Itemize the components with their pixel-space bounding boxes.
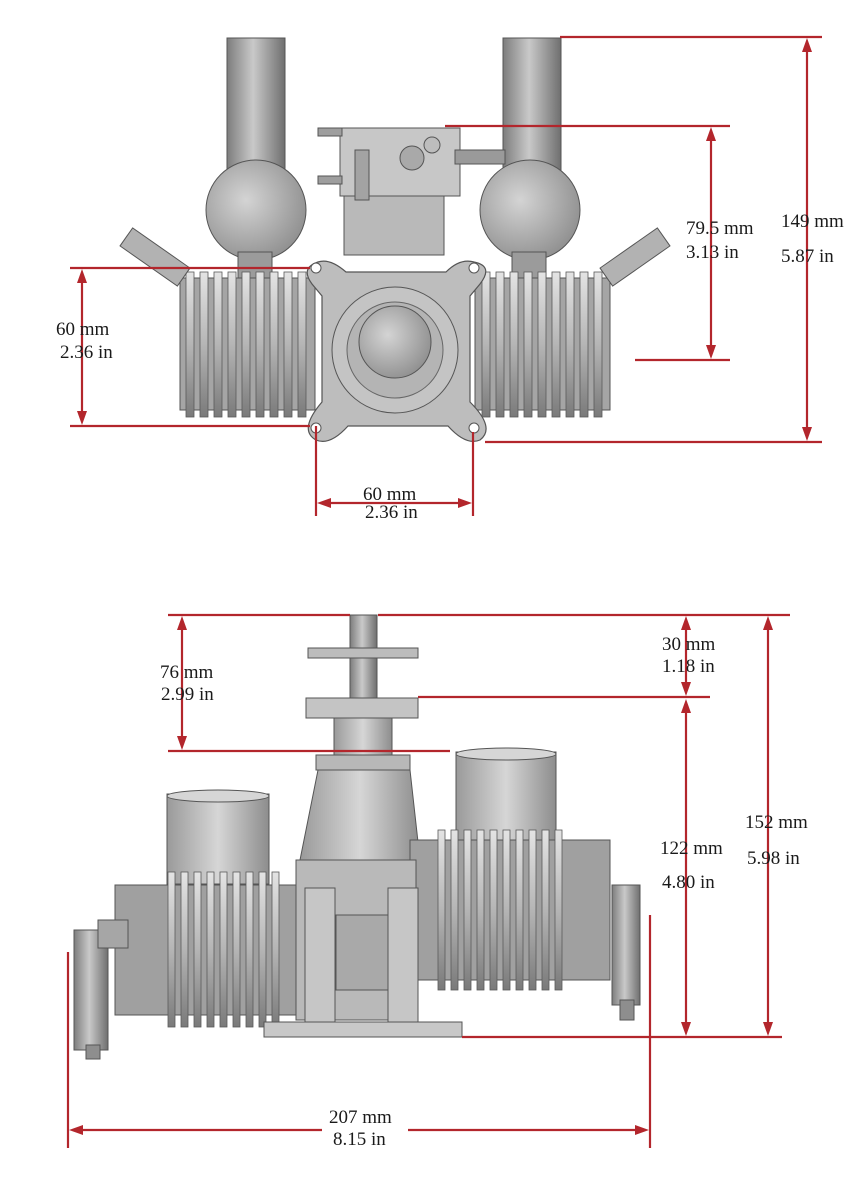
dim-60v-in: 2.36 in [60,342,113,363]
dim-30-mm: 30 mm [662,634,716,655]
cylinder-left-side [114,871,316,1028]
top-dimensions: 149 mm 5.87 in 79.5 mm 3.13 in 60 mm 2.3… [56,35,844,523]
cooling-fin [283,271,293,418]
dim-76-in: 2.99 in [161,684,214,705]
cylinder-left [179,271,316,418]
cooling-fin [437,829,446,991]
cooling-fin [489,829,498,991]
dim-122-mm: 122 mm [660,838,723,859]
cooling-fin [463,829,472,991]
cooling-fin [579,271,589,418]
cooling-fin [502,829,511,991]
cooling-fin [185,271,195,418]
cooling-fin [528,829,537,991]
muffler-right [479,159,581,261]
cooling-fin [551,271,561,418]
cooling-fin [167,871,176,1028]
carburetor [317,127,506,256]
dim-60v-mm: 60 mm [56,319,110,340]
cooling-fin [232,871,241,1028]
cooling-fin [537,271,547,418]
dim-207-mm: 207 mm [329,1107,392,1128]
crankcase-side [299,769,421,861]
dim-149-mm: 149 mm [781,211,844,232]
cooling-fin [541,829,550,991]
engine-side-view [73,614,641,1060]
cooling-fin [219,871,228,1028]
cooling-fin [554,829,563,991]
cooling-fin [255,271,265,418]
prop-hub [305,697,419,719]
cooling-fin [509,271,519,418]
cooling-fin [481,271,491,418]
crankcase-center [358,305,432,379]
dim-152-in: 5.98 in [747,848,800,869]
cooling-fin [593,271,603,418]
cooling-fin [271,871,280,1028]
dim-149-in: 5.87 in [781,246,834,267]
dim-79-mm: 79.5 mm [686,218,754,239]
cooling-fin [180,871,189,1028]
dim-30-in: 1.18 in [662,656,715,677]
engine-front-view [119,37,671,442]
spark-plug-right [611,884,641,1006]
cooling-fin [515,829,524,991]
prop-washer [307,647,419,659]
cooling-fin [199,271,209,418]
mount-base [263,1021,463,1038]
cooling-fin [245,871,254,1028]
cooling-fin [213,271,223,418]
dim-60h-in: 2.36 in [365,502,418,523]
cooling-fin [450,829,459,991]
cylinder-right-side [409,829,611,991]
cooling-fin [523,271,533,418]
side-dimensions: 76 mm 2.99 in 30 mm 1.18 in 122 mm 4.80 … [66,613,808,1150]
muffler-left [205,159,307,261]
cooling-fin [269,271,279,418]
dim-207-in: 8.15 in [333,1129,386,1150]
cooling-fin [297,271,307,418]
dim-79-in: 3.13 in [686,242,739,263]
cooling-fin [227,271,237,418]
dim-152-mm: 152 mm [745,812,808,833]
exhaust-can-left [166,793,270,885]
dim-60h-mm: 60 mm [363,484,417,505]
dim-76-mm: 76 mm [160,662,214,683]
cooling-fin [565,271,575,418]
cooling-fin [193,871,202,1028]
cooling-fin [241,271,251,418]
cooling-fin [495,271,505,418]
cylinder-right [474,271,611,418]
dim-122-in: 4.80 in [662,872,715,893]
cooling-fin [476,829,485,991]
cooling-fin [258,871,267,1028]
cooling-fin [206,871,215,1028]
spark-plug-left [73,929,109,1051]
